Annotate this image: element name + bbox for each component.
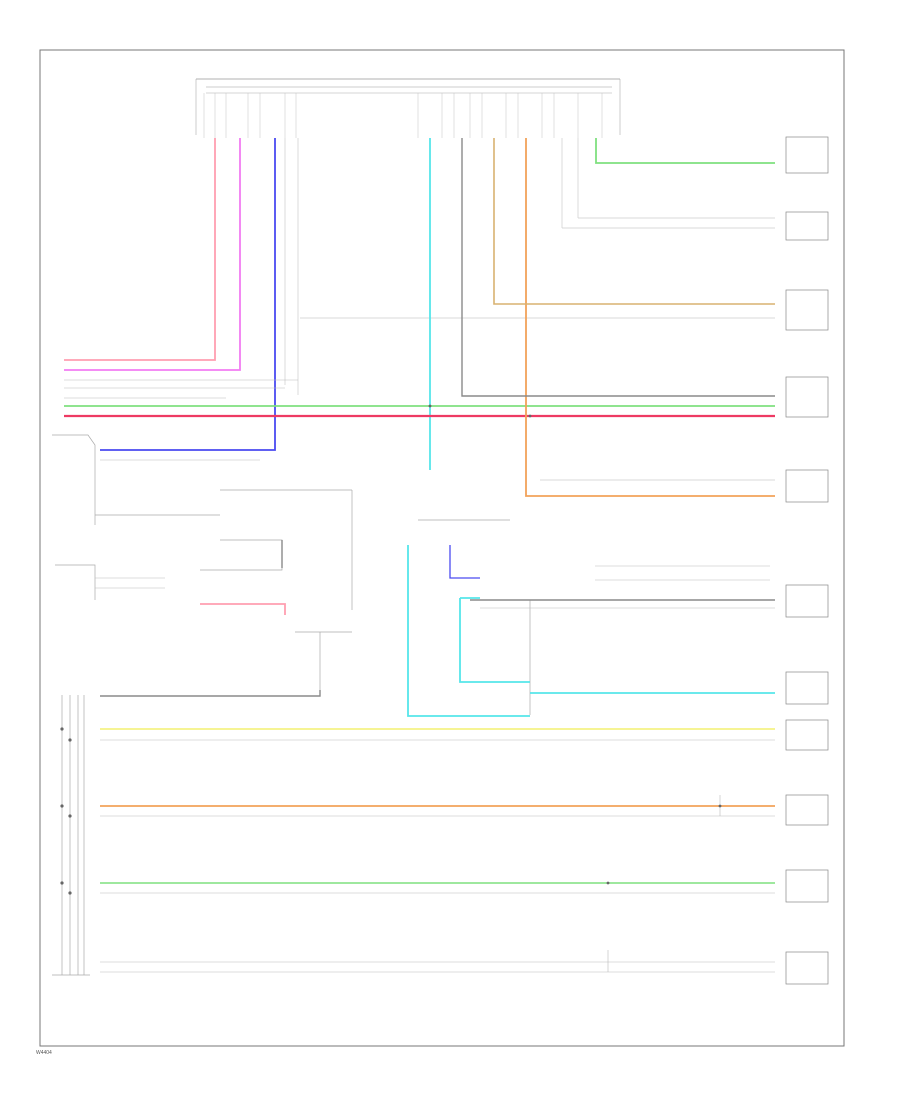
diagram-code: W4404 [36, 1050, 52, 1056]
wire-tan [493, 138, 775, 305]
wire-orange [100, 138, 775, 807]
wire-gray [100, 138, 775, 697]
splice-points [60, 404, 722, 895]
secondary-wires [64, 379, 775, 973]
wire-blue [100, 138, 480, 579]
left-structures [52, 138, 775, 976]
wire-pink [64, 138, 286, 615]
wire-magenta [64, 138, 241, 371]
top-connector [195, 78, 621, 138]
wire-cyan [407, 138, 775, 717]
wire-green [64, 138, 775, 884]
diagram-frame [39, 49, 845, 1047]
right-components [785, 136, 829, 985]
